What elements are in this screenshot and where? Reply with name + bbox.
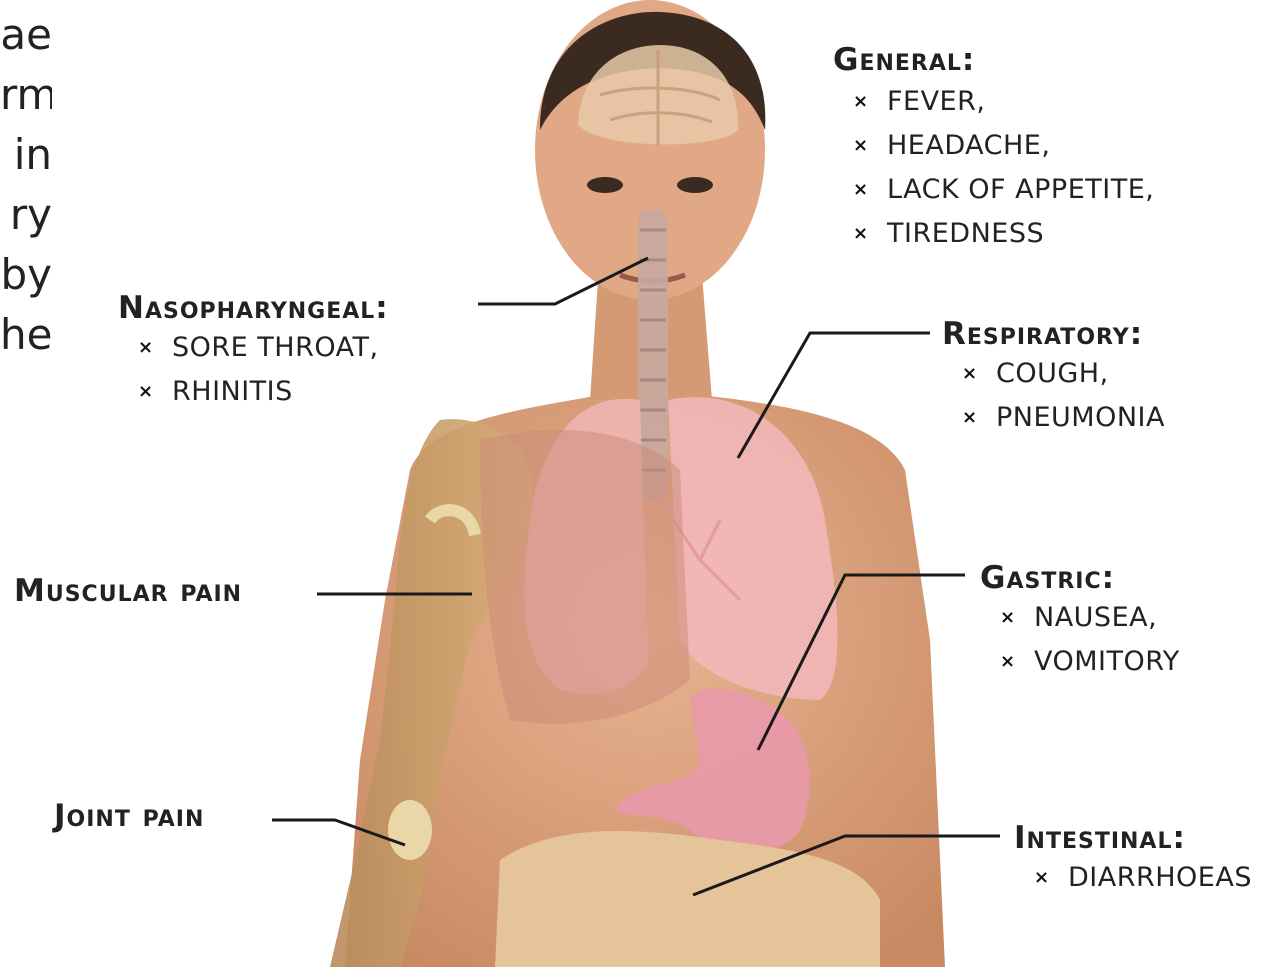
right-eye [677, 177, 713, 193]
elbow-joint [388, 800, 432, 860]
joint-pain-label: Joint pain [54, 798, 204, 834]
nasopharyngeal-list: ×SORE THROAT, ×RHINITIS [138, 326, 389, 414]
list-item: ×FEVER, [853, 80, 1154, 124]
intestinal-list: ×DIARRHOEAS [1034, 856, 1252, 900]
list-item: ×RHINITIS [138, 370, 389, 414]
list-item: ×PNEUMONIA [962, 396, 1165, 440]
left-eye [587, 177, 623, 193]
bullet-x-icon: × [853, 124, 887, 168]
intestinal-symptoms: Intestinal: ×DIARRHOEAS [1014, 820, 1252, 900]
bullet-x-icon: × [1000, 596, 1034, 640]
gastric-heading: Gastric: [980, 560, 1180, 596]
joint-heading: Joint pain [54, 798, 204, 834]
gastric-list: ×NAUSEA, ×VOMITORY [1000, 596, 1180, 684]
list-item: ×COUGH, [962, 352, 1165, 396]
nasopharyngeal-heading: Nasopharyngeal: [118, 290, 389, 326]
list-item: ×LACK OF APPETITE, [853, 168, 1154, 212]
list-item: ×NAUSEA, [1000, 596, 1180, 640]
bullet-x-icon: × [853, 168, 887, 212]
bullet-x-icon: × [1034, 856, 1068, 900]
muscular-pain-label: Muscular pain [14, 573, 242, 609]
bullet-x-icon: × [853, 212, 887, 256]
respiratory-symptoms: Respiratory: ×COUGH, ×PNEUMONIA [942, 316, 1165, 440]
general-symptoms: General: ×FEVER, ×HEADACHE, ×LACK OF APP… [833, 42, 1154, 256]
gastric-symptoms: Gastric: ×NAUSEA, ×VOMITORY [980, 560, 1180, 684]
bullet-x-icon: × [962, 352, 996, 396]
respiratory-list: ×COUGH, ×PNEUMONIA [962, 352, 1165, 440]
bullet-x-icon: × [1000, 640, 1034, 684]
muscular-heading: Muscular pain [14, 573, 242, 609]
bullet-x-icon: × [138, 326, 172, 370]
bullet-x-icon: × [853, 80, 887, 124]
list-item: ×TIREDNESS [853, 212, 1154, 256]
list-item: ×DIARRHOEAS [1034, 856, 1252, 900]
intestinal-heading: Intestinal: [1014, 820, 1252, 856]
bullet-x-icon: × [962, 396, 996, 440]
list-item: ×SORE THROAT, [138, 326, 389, 370]
pectoral-muscle [480, 430, 690, 724]
list-item: ×HEADACHE, [853, 124, 1154, 168]
nasopharyngeal-symptoms: Nasopharyngeal: ×SORE THROAT, ×RHINITIS [118, 290, 389, 414]
list-item: ×VOMITORY [1000, 640, 1180, 684]
bullet-x-icon: × [138, 370, 172, 414]
respiratory-heading: Respiratory: [942, 316, 1165, 352]
general-heading: General: [833, 42, 1154, 78]
general-list: ×FEVER, ×HEADACHE, ×LACK OF APPETITE, ×T… [853, 80, 1154, 256]
